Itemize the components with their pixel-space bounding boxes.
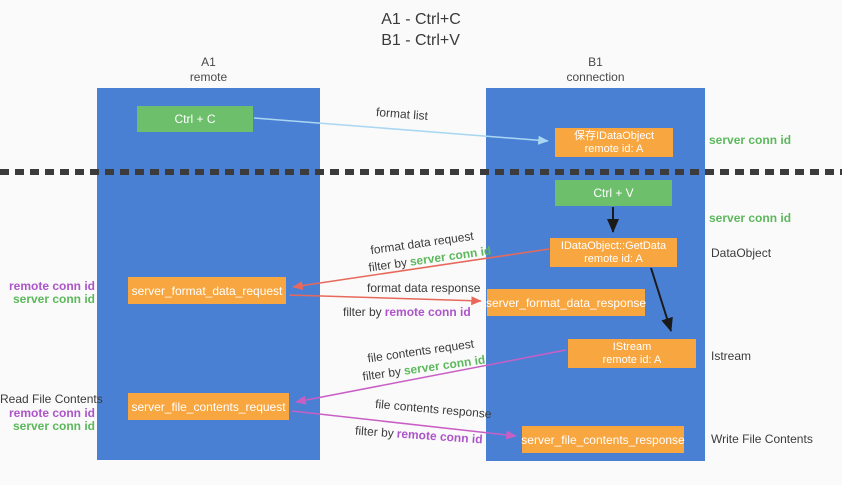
title-line-2: B1 - Ctrl+V xyxy=(381,32,460,49)
node-file-request-label: server_file_contents_request xyxy=(131,399,286,414)
node-format-response-label: server_format_data_response xyxy=(485,295,647,310)
right-label-server-conn-id-mid: server conn id xyxy=(709,211,792,225)
node-istream: IStream remote id: A xyxy=(568,339,696,368)
label-format-list: format list xyxy=(375,104,429,124)
node-istream-line2: remote id: A xyxy=(602,353,662,366)
node-format-request-label: server_format_data_request xyxy=(131,283,283,298)
filter-value-remote-conn-id: remote conn id xyxy=(396,426,484,447)
left-label-read-file-contents: Read File Contents xyxy=(0,392,103,406)
left-label-server-conn-id-file: server conn id xyxy=(12,419,95,433)
lane-a1-label: A1 xyxy=(201,55,216,69)
diagram-title: A1 - Ctrl+C B1 - Ctrl+V xyxy=(0,9,842,51)
node-server-format-data-response: server_format_data_response xyxy=(485,289,647,316)
title-line-1: A1 - Ctrl+C xyxy=(381,11,461,28)
node-server-file-contents-response: server_file_contents_response xyxy=(521,426,685,453)
lane-header-a1: A1 remote xyxy=(97,55,320,85)
right-label-server-conn-id-top: server conn id xyxy=(709,133,792,147)
node-ctrl-c-label: Ctrl + C xyxy=(174,112,216,126)
lane-b1-label: B1 xyxy=(588,55,603,69)
node-getdata-line2: remote id: A xyxy=(584,252,643,265)
filter-value-remote-conn-id: remote conn id xyxy=(384,305,471,319)
filter-by-text: filter by xyxy=(343,305,382,319)
node-server-file-contents-request: server_file_contents_request xyxy=(128,393,289,420)
left-label-server-conn-id-format: server conn id xyxy=(12,292,95,306)
node-save-dataobject-line1: 保存IDataObject xyxy=(573,129,655,142)
copy-paste-separator-line xyxy=(0,169,842,175)
node-istream-line1: IStream xyxy=(612,340,652,353)
right-label-write-file-contents: Write File Contents xyxy=(711,432,813,446)
filter-by-text: filter by xyxy=(367,255,408,275)
left-label-remote-conn-id-format: remote conn id xyxy=(8,279,95,293)
right-label-dataobject: DataObject xyxy=(711,246,772,260)
node-save-dataobject: 保存IDataObject remote id: A xyxy=(555,128,673,157)
node-file-response-label: server_file_contents_response xyxy=(521,432,685,447)
right-label-istream: Istream xyxy=(711,349,752,363)
node-ctrl-v-label: Ctrl + V xyxy=(593,186,634,200)
left-label-remote-conn-id-file: remote conn id xyxy=(8,406,95,420)
filter-by-text: filter by xyxy=(361,364,402,384)
node-server-format-data-request: server_format_data_request xyxy=(128,277,286,304)
node-ctrl-v: Ctrl + V xyxy=(555,180,672,206)
node-getdata-line1: IDataObject::GetData xyxy=(560,239,667,252)
label-file-contents-response: file contents response xyxy=(374,396,493,422)
lane-header-b1: B1 connection xyxy=(486,55,705,85)
node-ctrl-c: Ctrl + C xyxy=(137,106,253,132)
label-format-data-response: format data response xyxy=(367,281,481,295)
node-save-dataobject-line2: remote id: A xyxy=(584,142,644,155)
lane-a1-sublabel: remote xyxy=(189,70,228,84)
filter-by-text: filter by xyxy=(354,423,395,441)
lane-b1-sublabel: connection xyxy=(566,70,625,84)
node-idataobject-getdata: IDataObject::GetData remote id: A xyxy=(550,238,677,267)
